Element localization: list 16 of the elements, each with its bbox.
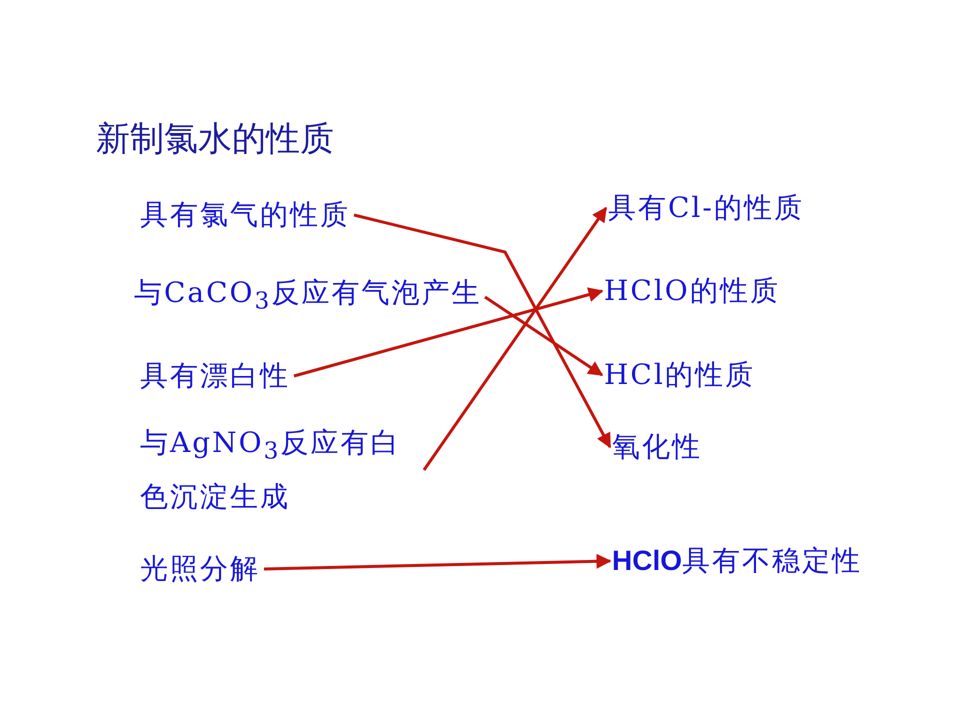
arrow — [294, 287, 604, 378]
node-text: 具有漂白性 — [140, 353, 290, 399]
node-text: 具有氯气的性质 — [140, 192, 350, 238]
arrow — [264, 554, 612, 570]
node-text: 与CaCO$_{3}$反应有气泡产生 — [134, 270, 482, 324]
arrow — [354, 214, 612, 448]
node-text: 与AgNO$_{3}$反应有白色沉淀生成 — [140, 420, 420, 520]
arrow — [422, 206, 608, 471]
node-text: 氧化性 — [612, 424, 702, 470]
node-text: HCl的性质 — [604, 352, 755, 398]
node-text: 具有Cl-的性质 — [608, 185, 804, 231]
node-text: 光照分解 — [140, 546, 260, 592]
arrow — [484, 296, 604, 376]
node-text: HClO具有不稳定性 — [612, 538, 862, 584]
node-text: HClO的性质 — [604, 268, 780, 314]
title: 新制氯水的性质 — [96, 118, 334, 161]
